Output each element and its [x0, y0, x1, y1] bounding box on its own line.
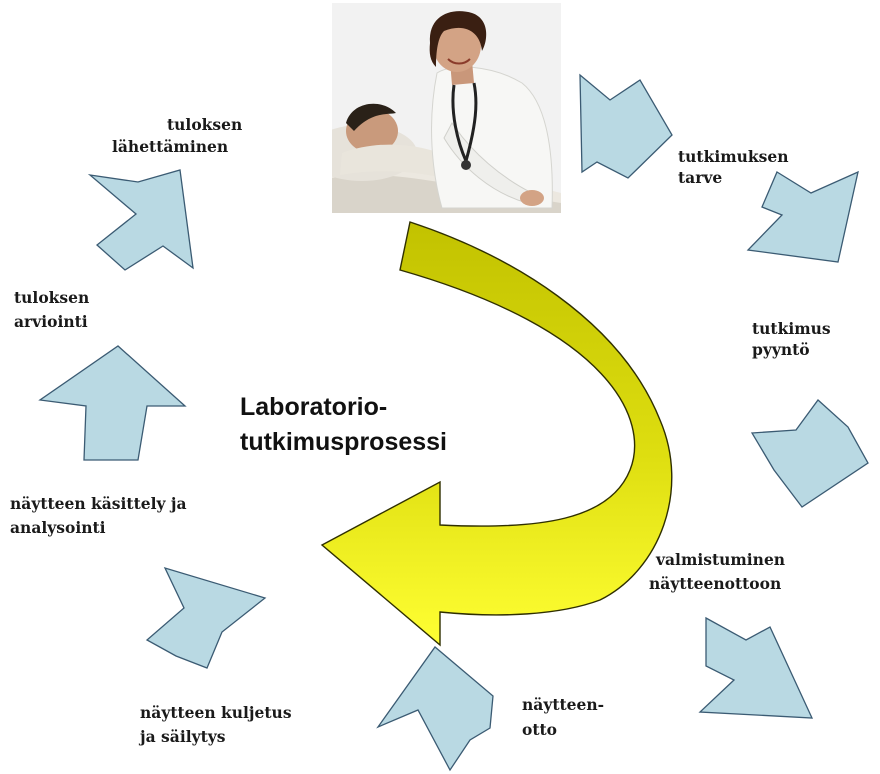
step-label-7: tuloksen arviointi [14, 288, 95, 331]
step-arrow-1 [579, 73, 673, 179]
step-arrow-2 [746, 170, 859, 263]
step-label-3: valmistuminen näytteenottoon [649, 550, 790, 593]
step-label-6: näytteen käsittely ja analysointi [10, 494, 192, 537]
step-arrow-4 [698, 616, 814, 719]
step-label-5: näytteen kuljetus ja säilytys [138, 703, 297, 746]
step-label-4: näytteen- otto [522, 695, 609, 739]
step-label-2: tutkimus pyyntö [752, 319, 836, 359]
step-arrow-3 [750, 399, 869, 508]
doctor-patient-photo-icon [332, 3, 561, 213]
step-arrow-6 [145, 566, 267, 669]
doctor-patient-photo [332, 3, 561, 213]
step-arrow-8 [87, 169, 194, 271]
process-curved-arrow [320, 221, 673, 647]
center-title: Laboratorio- tutkimusprosessi [240, 393, 447, 456]
step-label-1: tutkimuksen tarve [678, 147, 794, 187]
step-arrow-7 [38, 345, 187, 461]
step-arrow-5 [376, 646, 494, 772]
step-label-8: tuloksen lähettäminen [112, 115, 248, 156]
